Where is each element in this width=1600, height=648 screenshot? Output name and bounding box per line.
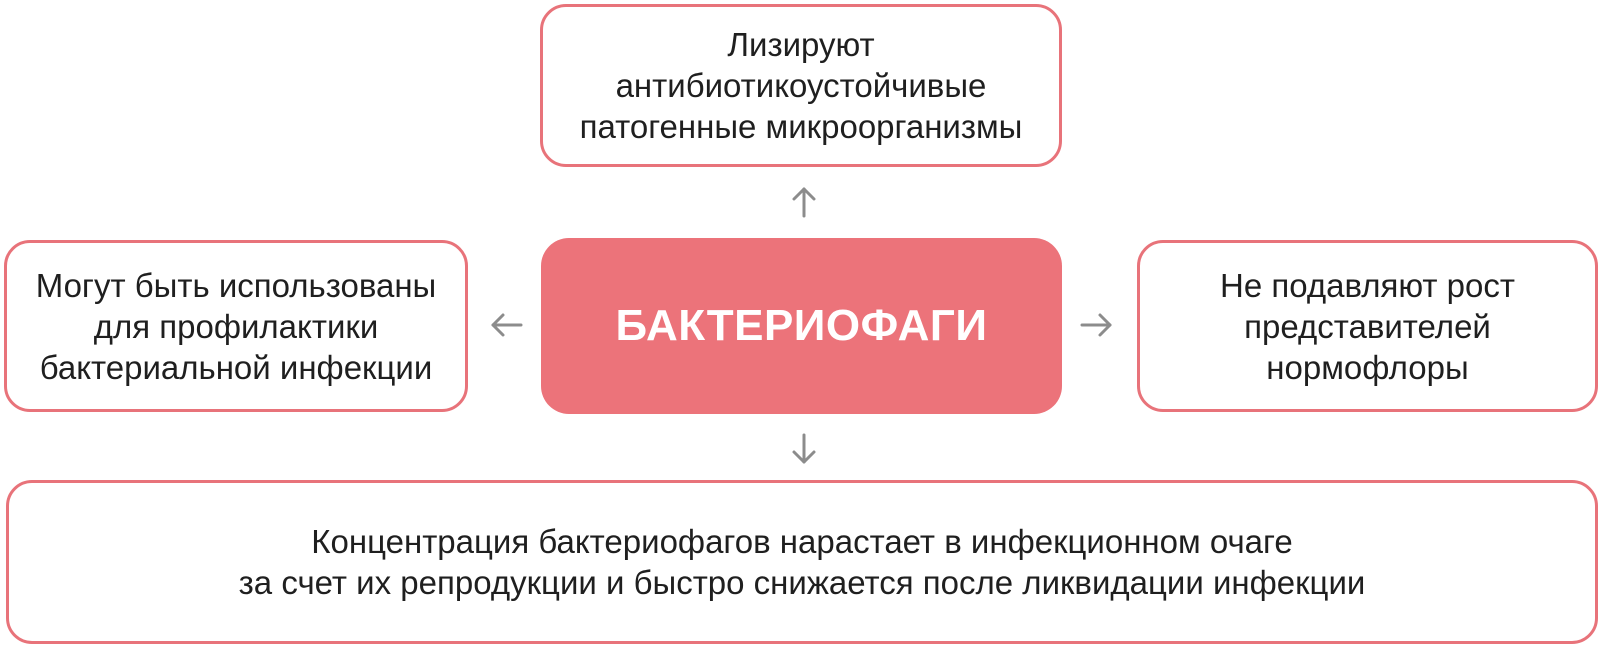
top-node: Лизируют антибиотикоустойчивые патогенны…: [540, 4, 1062, 167]
left-node-line: бактериальной инфекции: [39, 348, 433, 386]
arrow-up-icon: [792, 187, 816, 218]
arrow-down-icon: [792, 433, 816, 464]
top-node-line: патогенные микроорганизмы: [579, 108, 1023, 145]
center-node-label: БАКТЕРИОФАГИ: [615, 301, 988, 350]
left-node-line: Могут быть использованы: [35, 266, 437, 304]
right-node-line: нормофлоры: [1266, 348, 1469, 386]
arrow-right-icon: [1080, 313, 1112, 337]
arrow-left-icon: [491, 313, 523, 337]
right-node: Не подавляют рост представителей нормофл…: [1137, 240, 1598, 412]
right-node-line: представителей: [1244, 307, 1491, 345]
left-node: Могут быть использованы для профилактики…: [4, 240, 468, 412]
top-node-line: Лизируют: [727, 26, 875, 63]
bottom-node: Концентрация бактериофагов нарастает в и…: [6, 480, 1598, 644]
center-node: БАКТЕРИОФАГИ: [541, 238, 1062, 414]
bottom-node-line: за счет их репродукции и быстро снижаетс…: [238, 564, 1366, 601]
top-node-line: антибиотикоустойчивые: [615, 67, 987, 104]
left-node-line: для профилактики: [93, 307, 379, 345]
right-node-line: Не подавляют рост: [1220, 266, 1515, 304]
bottom-node-line: Концентрация бактериофагов нарастает в и…: [311, 523, 1293, 560]
